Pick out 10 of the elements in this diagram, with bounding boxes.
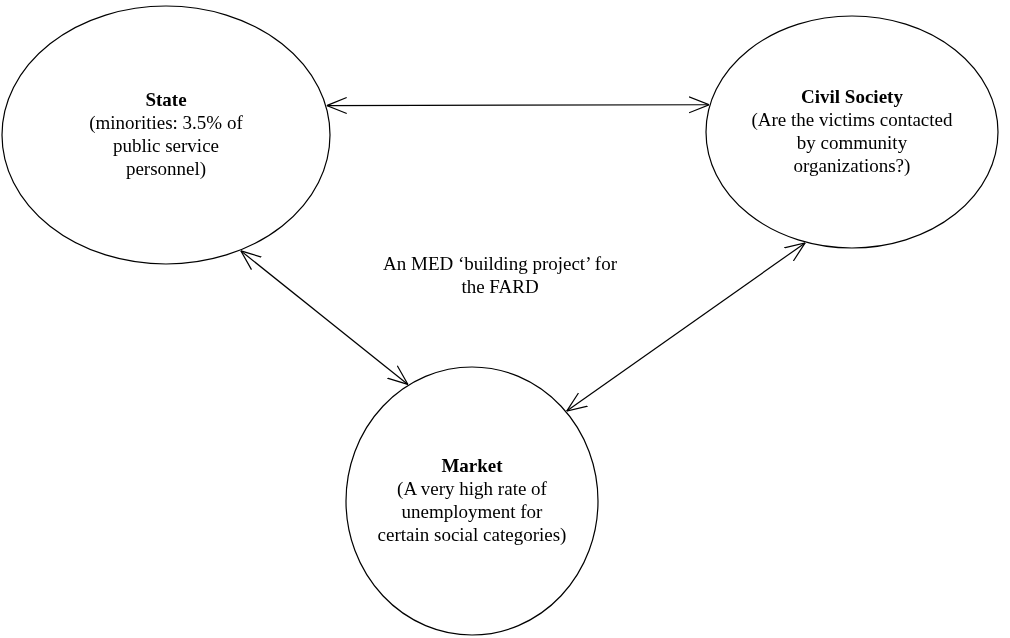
double-arrow [326,96,710,115]
center-caption: An MED ‘building project’ for the FARD [382,253,618,299]
node-description: (minorities: 3.5% of public service personnel) [88,112,244,181]
node-heading: Civil Society [801,86,903,110]
node-heading: State [145,89,187,113]
double-arrow [566,242,806,412]
double-arrow [240,250,409,386]
node-description: (A very high rate of unemployment for certain social categories) [376,478,568,547]
node-description: (Are the victims contacted by community organizations?) [750,109,954,178]
node-heading: Market [441,455,503,479]
